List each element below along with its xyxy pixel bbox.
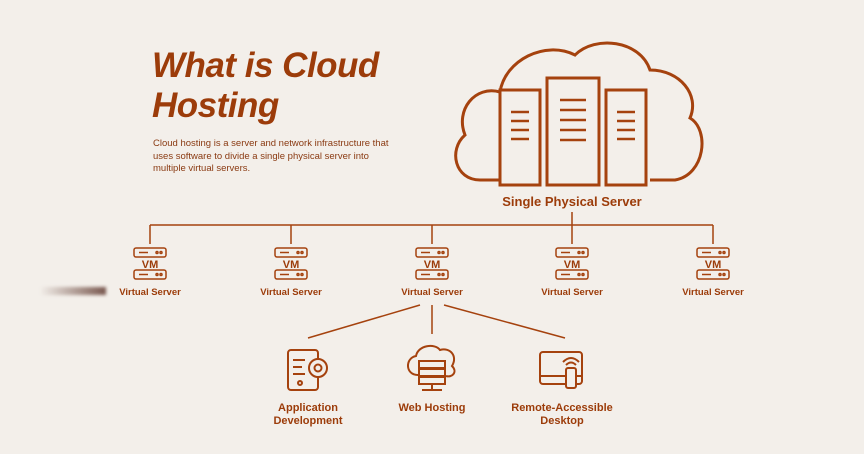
virtual-server-label: Virtual Server: [401, 287, 463, 298]
virtual-server-4: VM Virtual Server: [541, 247, 603, 298]
use-case-3: Remote-Accessible Desktop: [511, 402, 613, 427]
virtual-server-label: Virtual Server: [682, 287, 744, 298]
vm-badge: VM: [564, 259, 581, 271]
virtual-server-1: VM Virtual Server: [119, 247, 181, 298]
web-hosting-icon: [407, 344, 456, 391]
use-case-label-line2: Desktop: [540, 415, 584, 427]
use-cases: Application Development Web Hosting Remot…: [273, 402, 612, 427]
description: Cloud hosting is a server and network in…: [153, 138, 389, 174]
virtual-server-label: Virtual Server: [260, 287, 322, 298]
title-line-1: What is Cloud: [152, 46, 379, 85]
virtual-server-label: Virtual Server: [119, 287, 181, 298]
virtual-server-2: VM Virtual Server: [260, 247, 322, 298]
vm-server-icon: [415, 247, 449, 280]
vm-badge: VM: [705, 259, 722, 271]
use-case-label-line1: Application: [278, 402, 338, 414]
vm-server-icon: [555, 247, 589, 280]
title-line-2: Hosting: [152, 86, 279, 125]
use-case-label-line1: Web Hosting: [398, 402, 465, 414]
remote-desktop-icon: [539, 351, 583, 389]
use-case-2: Web Hosting: [398, 402, 465, 414]
virtual-server-5: VM Virtual Server: [682, 247, 744, 298]
physical-server-icon: [498, 76, 648, 187]
virtual-server-3: VM Virtual Server: [401, 247, 463, 298]
vm-badge: VM: [142, 259, 159, 271]
vm-server-icon: [274, 247, 308, 280]
vm-server-icon: [696, 247, 730, 280]
vm-badge: VM: [283, 259, 300, 271]
cloud-icon: [454, 41, 704, 182]
physical-server-label: Single Physical Server: [502, 194, 641, 209]
vm-badge: VM: [424, 259, 441, 271]
image-artifact: [40, 287, 106, 295]
connector-lines: [149, 212, 714, 339]
use-case-label-line2: Development: [273, 415, 342, 427]
app-development-icon: [287, 349, 328, 391]
use-case-label-line1: Remote-Accessible: [511, 402, 613, 414]
use-case-1: Application Development: [273, 402, 342, 427]
virtual-server-label: Virtual Server: [541, 287, 603, 298]
vm-server-icon: [133, 247, 167, 280]
virtual-servers: VM Virtual Server VM Virtual Server VM V…: [119, 247, 744, 298]
